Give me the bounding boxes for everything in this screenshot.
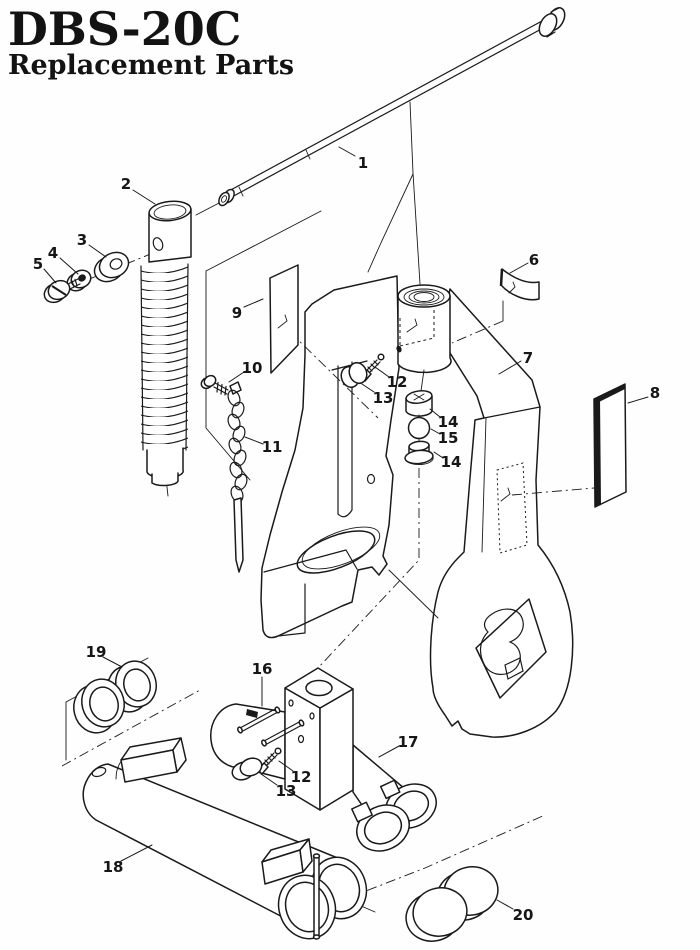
callout-part-4: 4: [48, 244, 58, 262]
page-title: DBS-20C: [8, 2, 242, 56]
callout-part-8: 8: [650, 384, 660, 402]
callout-part-10: 10: [242, 359, 263, 377]
bushing-part14-lower: [404, 440, 434, 466]
callout-part-20: 20: [513, 906, 534, 924]
pivot-block: [284, 667, 354, 811]
callout-part-11: 11: [262, 438, 283, 456]
callout-part-6: 6: [529, 251, 539, 269]
callout-part-2: 2: [121, 175, 131, 193]
callout-part-16: 16: [252, 660, 273, 678]
tube-split-ring-front: [351, 801, 410, 852]
thread-ring: [403, 288, 445, 306]
hinge-pin: [312, 853, 321, 940]
base-cylinder-part18: [82, 737, 368, 940]
block-top-hole: [305, 679, 333, 697]
upper-small-parts: [200, 264, 627, 573]
cylinder-lug-right: [261, 838, 313, 885]
screw-assembly: [43, 200, 192, 487]
title-block: DBS-20C Replacement Parts: [8, 6, 294, 80]
handle-socket-part2: [148, 208, 192, 263]
callouts: 1 2 3 4 5 6 7 8 9 10 11 12 13 14 15 14 1…: [33, 146, 660, 924]
callout-part-1: 1: [358, 154, 368, 172]
bottom-assembly: [73, 660, 499, 942]
callout-part-7: 7: [523, 349, 533, 367]
chain-part11: [227, 381, 248, 573]
end-discs-part20: [405, 866, 499, 942]
callout-part-12-upper: 12: [387, 373, 408, 391]
callout-part-14-lower: 14: [441, 453, 462, 471]
cylinder-clevis-rings: [277, 856, 368, 940]
cap-part13-lower: [231, 757, 263, 781]
callout-part-18: 18: [103, 858, 124, 876]
callout-part-13-lower: 13: [276, 782, 297, 800]
nut-housing-boss: [396, 284, 452, 374]
rod-tip: [218, 191, 230, 207]
arm-slot: [296, 530, 376, 574]
callout-part-12-lower: 12: [291, 768, 312, 786]
bushing-part14-upper: [405, 369, 433, 417]
right-arm-part7: [429, 288, 574, 738]
collar-rings-part19: [73, 660, 157, 734]
label-plate-part9: [269, 264, 299, 374]
callout-part-5: 5: [33, 255, 43, 273]
callout-part-13-upper: 13: [373, 389, 394, 407]
callout-part-14-upper: 14: [438, 413, 459, 431]
screw-bellows: [141, 264, 188, 450]
knob-part13-upper: [340, 361, 368, 389]
cylinder-lug-left: [120, 737, 187, 783]
callout-part-17: 17: [398, 733, 419, 751]
socket-cross-hole: [152, 237, 164, 251]
callout-part-15: 15: [438, 429, 459, 447]
page-subtitle: Replacement Parts: [8, 50, 295, 81]
callout-part-19: 19: [86, 643, 107, 661]
handle-rod-part1: [218, 7, 566, 207]
pins-part16: [237, 706, 305, 747]
washer-part3: [98, 251, 130, 279]
clip-part6: [500, 268, 540, 301]
callout-part-3: 3: [77, 231, 87, 249]
ball-part15: [407, 416, 431, 440]
bolt-part10: [203, 374, 217, 388]
callout-part-9: 9: [232, 304, 242, 322]
